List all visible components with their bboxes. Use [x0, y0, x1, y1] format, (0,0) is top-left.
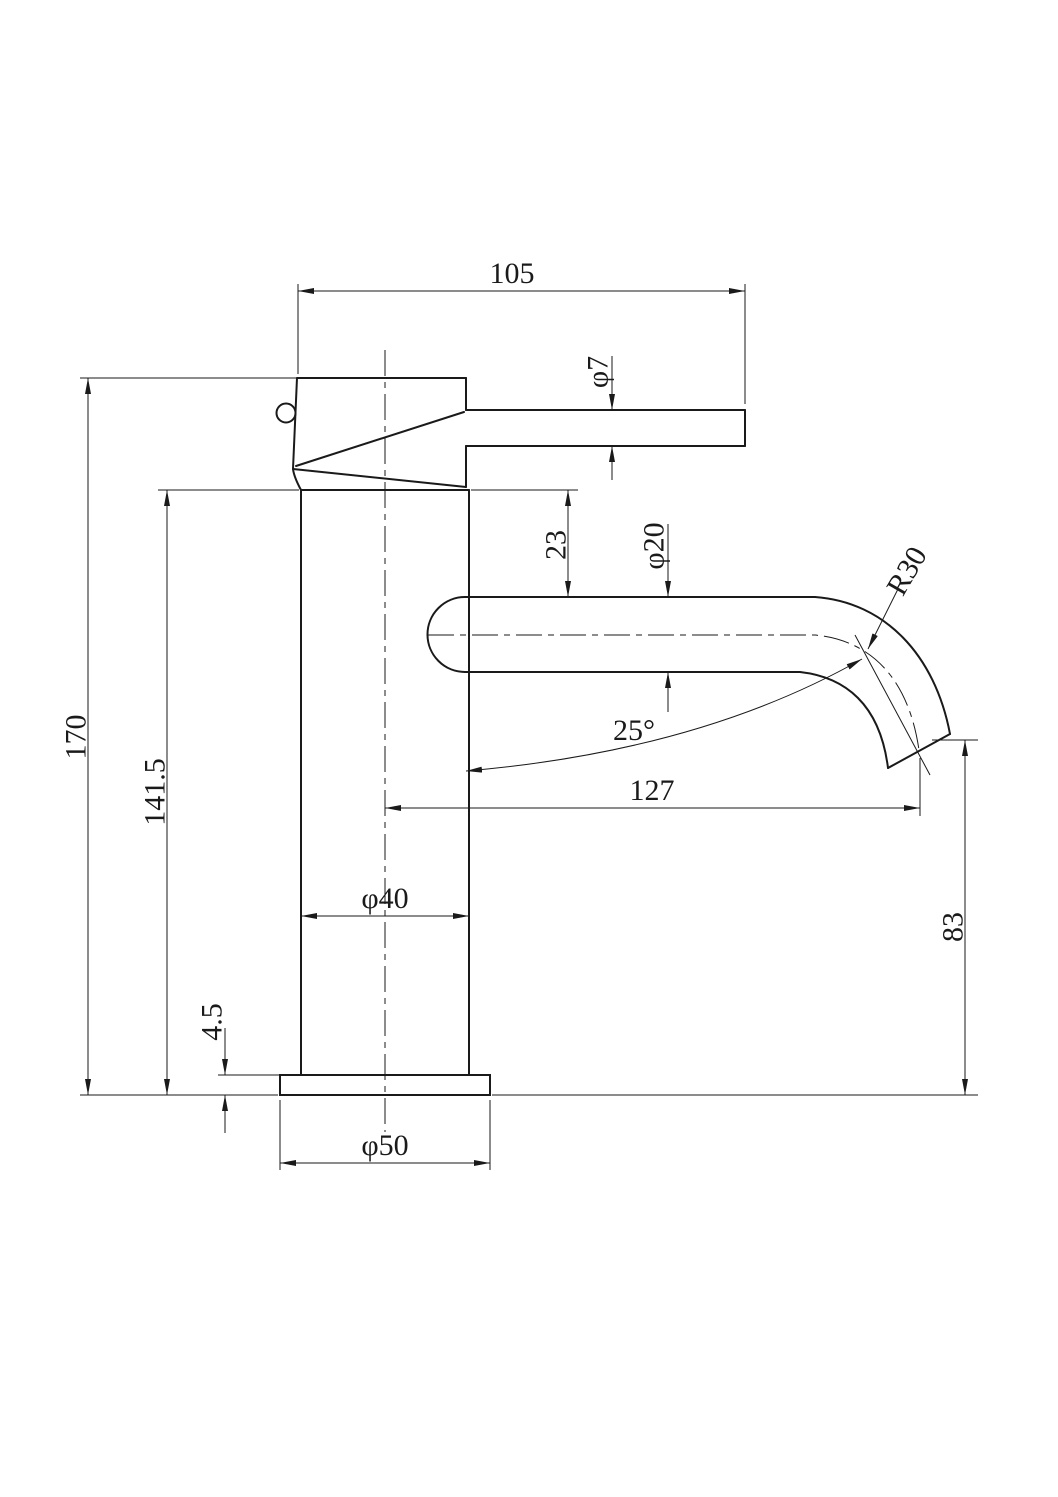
dim-body-diameter: φ40	[361, 882, 408, 915]
centerlines	[384, 350, 920, 1132]
leader-bend-radius	[867, 588, 899, 650]
spout-outer-bend	[814, 596, 951, 735]
dim-outlet-height: 83	[937, 912, 970, 942]
dim-handle-length: 105	[490, 257, 535, 290]
dim-bend-radius: R30	[880, 541, 934, 601]
handle-cap-bottom-edge	[292, 468, 467, 488]
dim-body-height: 141.5	[139, 758, 172, 826]
dimension-lines	[80, 284, 978, 1170]
dim-base-diameter: φ50	[361, 1129, 408, 1162]
cartridge-dome-arc	[292, 468, 302, 491]
angle-leg-line	[854, 634, 931, 776]
dim-overall-height: 170	[60, 715, 93, 760]
handle-pivot-screw	[275, 402, 297, 424]
dimension-labels: 105 φ7 170 141.5 23 φ20 R30 25° 127 φ40 …	[60, 257, 970, 1162]
spout-back-cap	[426, 596, 466, 673]
handle-cap-tilt-line	[295, 411, 465, 467]
spout-outlet-face	[887, 733, 951, 769]
dim-spout-reach: 127	[630, 774, 675, 807]
angle-arc	[465, 658, 863, 773]
spout-centerline	[428, 634, 920, 751]
dim-base-thickness: 4.5	[196, 1003, 229, 1041]
spout-inner-bend	[799, 671, 889, 769]
dim-spout-top-offset: 23	[540, 530, 573, 560]
handle-cap-left-edge	[292, 377, 298, 470]
dim-spout-diameter: φ20	[638, 522, 671, 569]
dim-handle-rod-diameter: φ7	[582, 356, 615, 388]
dim-spout-angle: 25°	[613, 714, 655, 747]
